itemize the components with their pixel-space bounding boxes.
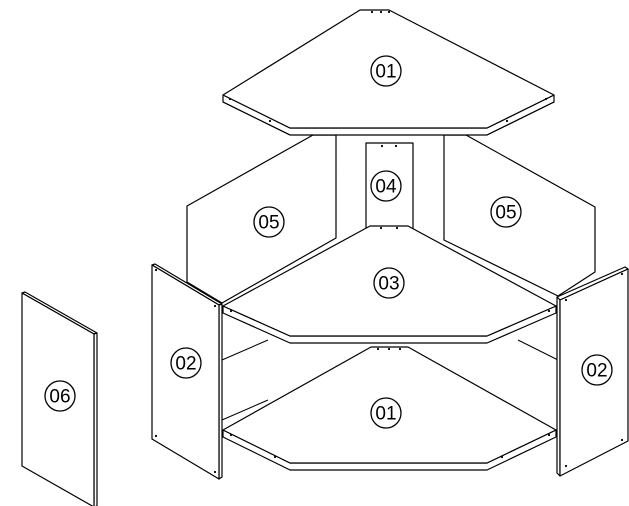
label-left-side-panel: 02	[170, 347, 202, 379]
label-bottom-shelf: 01	[370, 397, 402, 429]
label-back-right-panel: 05	[490, 196, 522, 228]
label-back-center-panel-text: 04	[375, 177, 397, 198]
label-middle-shelf: 03	[373, 267, 405, 299]
label-door-panel-text: 06	[49, 387, 70, 408]
label-right-side-panel-text: 02	[586, 361, 607, 382]
label-back-left-panel-text: 05	[258, 213, 279, 234]
label-top-shelf-text: 01	[375, 62, 396, 83]
label-back-left-panel: 05	[253, 206, 285, 238]
label-top-shelf: 01	[370, 55, 402, 87]
label-left-side-panel-text: 02	[175, 354, 196, 375]
label-door-panel: 06	[44, 380, 76, 412]
label-middle-shelf-text: 03	[378, 274, 399, 295]
label-back-right-panel-text: 05	[495, 203, 516, 224]
label-bottom-shelf-text: 01	[375, 404, 396, 425]
label-back-center-panel: 04	[370, 170, 402, 202]
connector-lines	[221, 339, 559, 421]
label-right-side-panel: 02	[581, 354, 613, 386]
